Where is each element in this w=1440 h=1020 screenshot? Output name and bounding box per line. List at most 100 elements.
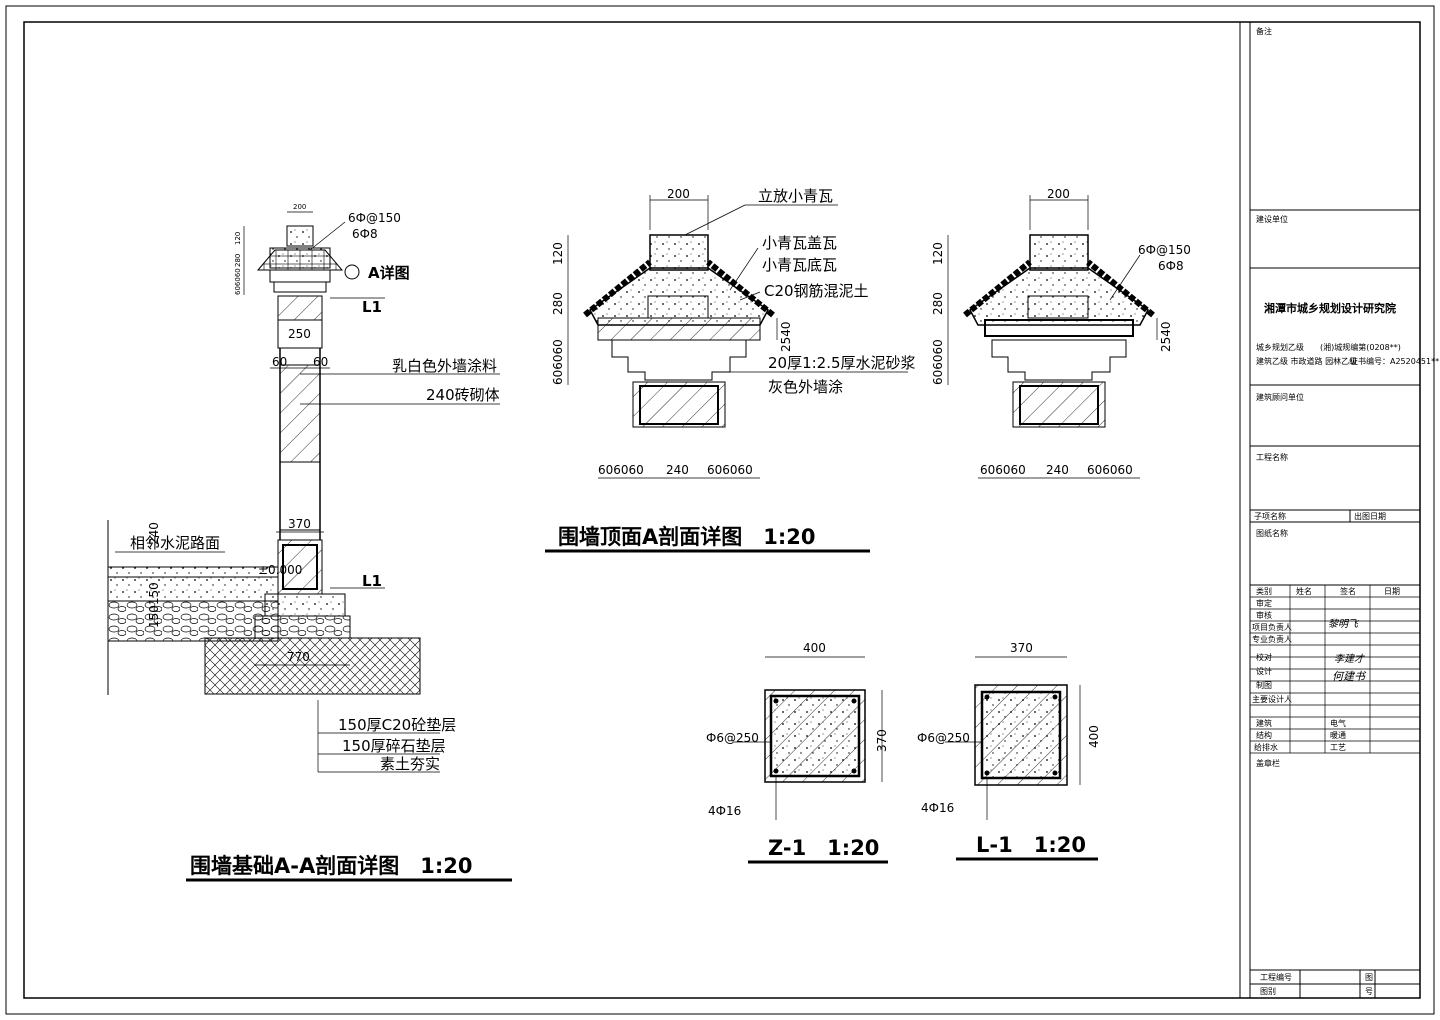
z1-section-drawing: 400 370 Ф6@250 4Ф16 Z-1 1:20 [706, 641, 889, 864]
z1-height: 370 [875, 729, 889, 752]
tb-remarks: 备注 [1256, 26, 1272, 36]
dim-footing-width: 770 [287, 650, 310, 664]
tb-role: 主要设计人 [1252, 694, 1292, 704]
label-concrete: C20钢筋混泥土 [764, 282, 869, 300]
tb-discipline: 建筑 [1256, 718, 1272, 728]
tb-sheet-no-b: 号 [1365, 987, 1373, 996]
tb-role: 校对 [1256, 652, 1272, 662]
tb-role: 专业负责人 [1252, 634, 1292, 644]
aa-section-title: 围墙基础A-A剖面详图 1:20 [190, 854, 472, 878]
dim-top: 200 [667, 187, 690, 201]
tb-stamp: 盖章栏 [1256, 758, 1280, 768]
tb-discipline: 结构 [1256, 730, 1272, 740]
signature: 何建书 [1332, 670, 1367, 683]
dim-left-60: 60 [272, 355, 287, 369]
label-rebar-2: 6Ф8 [1158, 259, 1184, 273]
tb-cert-4: 证书编号：A2520451** [1350, 356, 1439, 366]
tb-role: 制图 [1256, 680, 1272, 690]
tb-header-name: 姓名 [1296, 586, 1312, 596]
label-layer-3: 素土夯实 [380, 755, 440, 773]
dim-v606060: 606060 [551, 339, 565, 385]
label-rebar-1: 6Ф@150 [1138, 243, 1191, 257]
label-detail-ref: A详图 [368, 264, 410, 282]
top-b-section-drawing: 200 120 280 606060 2540 606060 240 60606… [931, 187, 1191, 479]
signature: 黎明飞 [1328, 618, 1359, 630]
tb-project-no: 工程编号 [1260, 972, 1292, 982]
tb-role: 审核 [1256, 610, 1272, 620]
dim-tiny-2: 280 [234, 254, 242, 267]
dim-v606060: 606060 [931, 339, 945, 385]
dim-col-width: 250 [288, 327, 311, 341]
l1-stirrup: Ф6@250 [917, 731, 970, 745]
tb-subproject: 子项名称 [1254, 511, 1286, 521]
z1-main-bar: 4Ф16 [708, 804, 741, 818]
label-beam-bottom: L1 [362, 572, 382, 590]
label-layer-1: 150厚C20砼垫层 [338, 716, 456, 734]
dim-tiny-3: 606060 [234, 268, 242, 295]
label-rebar-2: 6Ф8 [352, 227, 378, 241]
tb-cert-3: 建筑乙级 市政道路 园林乙级 [1256, 356, 1357, 366]
dim-top-width: 200 [293, 203, 306, 211]
dim-top: 200 [1047, 187, 1070, 201]
dim-v2540: 2540 [779, 321, 793, 352]
tb-consultant: 建筑顾问单位 [1256, 392, 1304, 402]
tb-cert-1: 城乡规划乙级 [1256, 342, 1304, 352]
tb-discipline: 暖通 [1330, 730, 1346, 740]
dim-base-width: 370 [288, 517, 311, 531]
tb-role: 审定 [1256, 598, 1272, 608]
dim-vertical-a: 240 [147, 522, 161, 545]
l1-height: 400 [1087, 725, 1101, 748]
label-tile-bottom: 小青瓦底瓦 [762, 256, 837, 274]
z1-stirrup: Ф6@250 [706, 731, 759, 745]
tb-sheet-no-a: 图 [1365, 973, 1373, 982]
z1-width: 400 [803, 641, 826, 655]
dim-bottom-right: 606060 [1087, 463, 1133, 477]
dim-v2540: 2540 [1159, 321, 1173, 352]
dim-v280: 280 [931, 292, 945, 315]
dim-bottom-mid: 240 [666, 463, 689, 477]
tb-institute: 湘潭市城乡规划设计研究院 [1264, 301, 1396, 315]
tb-issue-date: 出图日期 [1354, 511, 1386, 521]
dim-v120: 120 [551, 242, 565, 265]
tb-header-category: 类别 [1256, 586, 1272, 596]
dim-right-60: 60 [313, 355, 328, 369]
tb-client: 建设单位 [1256, 214, 1288, 224]
tb-role: 项目负责人 [1252, 622, 1292, 632]
label-mortar: 20厚1:2.5厚水泥砂浆 [768, 354, 916, 372]
tb-scale: 图别 [1260, 987, 1276, 996]
tb-header-sign: 签名 [1340, 586, 1356, 596]
dim-v120: 120 [931, 242, 945, 265]
dim-bottom-left: 606060 [980, 463, 1026, 477]
signature: 李建才 [1334, 653, 1365, 665]
tb-header-date: 日期 [1384, 587, 1400, 596]
l1-title: L-1 1:20 [976, 833, 1086, 857]
label-layer-2: 150厚碎石垫层 [342, 737, 446, 755]
label-paint: 灰色外墙涂 [768, 378, 843, 396]
dim-v280: 280 [551, 292, 565, 315]
top-a-section-drawing: 200 120 280 606060 2540 606060 240 60606… [545, 187, 916, 553]
dim-bottom-left: 606060 [598, 463, 644, 477]
tb-project-name: 工程名称 [1256, 452, 1288, 462]
tb-discipline: 电气 [1330, 718, 1346, 728]
label-tile-cover: 小青瓦盖瓦 [762, 234, 837, 252]
l1-main-bar: 4Ф16 [921, 801, 954, 815]
l1-section-drawing: 370 400 Ф6@250 4Ф16 L-1 1:20 [917, 641, 1101, 861]
tb-cert-2: (湘)城规编第(0208**) [1320, 342, 1401, 352]
label-rebar-1: 6Ф@150 [348, 211, 401, 225]
l1-width: 370 [1010, 641, 1033, 655]
label-road: 相邻水泥路面 [130, 534, 220, 552]
label-paint: 乳白色外墙涂料 [392, 357, 497, 375]
dim-bottom-right: 606060 [707, 463, 753, 477]
dim-bottom-mid: 240 [1046, 463, 1069, 477]
tb-drawing-name: 图纸名称 [1256, 528, 1288, 538]
aa-section-drawing: 200 120 280 606060 250 60 60 370 770 240… [107, 203, 512, 882]
label-tile-standing: 立放小青瓦 [758, 187, 833, 205]
title-block: 备注 建设单位 湘潭市城乡规划设计研究院 城乡规划乙级 (湘)城规编第(0208… [1239, 22, 1439, 998]
tb-discipline: 工艺 [1330, 743, 1346, 752]
label-level: ±0.000 [258, 563, 302, 577]
label-beam-top: L1 [362, 298, 382, 316]
z1-title: Z-1 1:20 [768, 836, 879, 860]
tb-role: 设计 [1256, 666, 1272, 676]
dim-tiny-1: 120 [234, 232, 242, 245]
